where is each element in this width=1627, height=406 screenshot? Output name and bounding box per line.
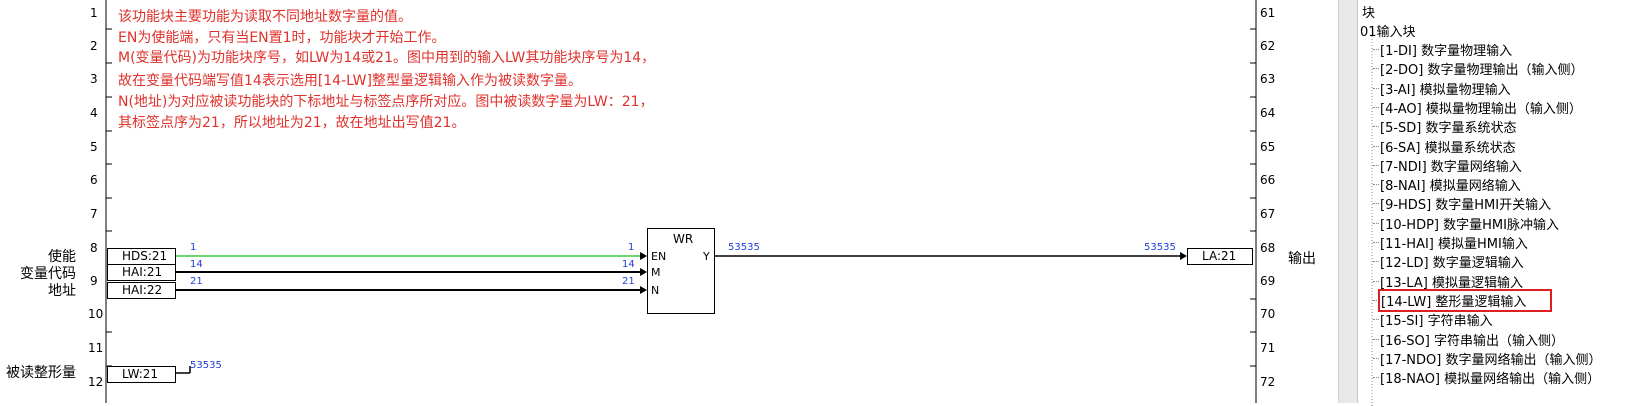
rung-number: 67 xyxy=(1260,207,1276,221)
tree-item[interactable]: [1-DI] 数字量物理输入 xyxy=(1380,44,1513,59)
tree-connector xyxy=(1373,377,1379,379)
tree-connector xyxy=(1373,126,1379,128)
tree-item[interactable]: [13-LA] 模拟量逻辑输入 xyxy=(1380,275,1523,291)
tree-connector xyxy=(1373,319,1379,321)
rung-number: 66 xyxy=(1260,173,1276,187)
note-line: 该功能块主要功能为读取不同地址数字量的值。 xyxy=(118,9,412,25)
rung-number: 68 xyxy=(1260,241,1276,255)
note-line: M(变量代码)为功能块序号，如LW为14或21。图中用到的输入LW其功能块序号为… xyxy=(118,50,656,66)
note-line: 其标签点序为21，所以地址为21，故在地址出写值21。 xyxy=(118,115,466,131)
output-label: 输出 xyxy=(1288,251,1316,267)
input-tag-hai21[interactable]: HAI:21 xyxy=(107,264,176,281)
pin-m: M xyxy=(651,266,661,279)
rung-number: 64 xyxy=(1260,106,1276,120)
tree-item-selected[interactable]: [14-LW] 整形量逻辑输入 xyxy=(1377,288,1553,312)
tree-connector xyxy=(1373,280,1379,282)
tree-item[interactable]: [5-SD] 数字量系统状态 xyxy=(1380,121,1517,137)
tree-item[interactable]: [3-AI] 模拟量物理输入 xyxy=(1380,82,1511,98)
rung-number: 10 xyxy=(88,307,104,321)
var-code-label: 变量代码 xyxy=(20,266,76,282)
address-label: 地址 xyxy=(48,283,76,299)
tree-connector-line xyxy=(1371,36,1373,406)
input-tag-hds21[interactable]: HDS:21 xyxy=(107,248,176,265)
tree-connector xyxy=(1373,242,1379,243)
tree-connector xyxy=(1373,299,1379,301)
pin-y: Y xyxy=(703,250,710,263)
output-value: 53535 xyxy=(1144,242,1176,253)
rung-number: 8 xyxy=(90,241,98,255)
tree-item[interactable]: [17-NDO] 数字量网络输出（输入侧） xyxy=(1380,352,1602,368)
rung-number: 4 xyxy=(90,106,98,120)
rung-number: 11 xyxy=(88,341,104,355)
rung-number: 71 xyxy=(1260,341,1276,355)
wr-function-block[interactable]: WR EN M N Y xyxy=(647,228,715,314)
rung-number: 62 xyxy=(1260,39,1276,53)
rung-number: 3 xyxy=(90,72,98,86)
tree-connector xyxy=(1373,49,1379,50)
block-title: WR xyxy=(673,232,694,246)
input-tag-hai22[interactable]: HAI:22 xyxy=(107,282,176,299)
tree-item[interactable]: [6-SA] 模拟量系统状态 xyxy=(1380,140,1516,156)
read-digital-label: 被读整形量 xyxy=(6,365,76,381)
tree-item[interactable]: [7-NDI] 数字量网络输入 xyxy=(1380,159,1522,175)
tree-connector xyxy=(1373,164,1379,166)
tree-item[interactable]: [12-LD] 数字量逻辑输入 xyxy=(1380,256,1524,272)
tree-connector xyxy=(1373,261,1379,263)
vertical-scrollbar[interactable] xyxy=(1338,0,1357,403)
output-tag-la21[interactable]: LA:21 xyxy=(1187,248,1253,265)
note-line: EN为使能端，只有当EN置1时，功能块才开始工作。 xyxy=(118,30,446,46)
note-line: N(地址)为对应被读功能块的下标地址与标签点序所对应。图中被读数字量为LW：21… xyxy=(118,94,654,110)
enable-label: 使能 xyxy=(48,249,76,265)
rung-number: 65 xyxy=(1260,140,1276,154)
tree-connector xyxy=(1373,357,1379,359)
rung-number: 12 xyxy=(88,375,104,389)
wire-value: 21 xyxy=(190,276,203,287)
rung-number: 6 xyxy=(90,173,98,187)
tree-item[interactable]: [15-SI] 字符串输入 xyxy=(1380,314,1493,330)
wire-value: 1 xyxy=(190,242,197,253)
rung-number: 69 xyxy=(1260,274,1276,288)
rung-number: 9 xyxy=(90,274,98,288)
tree-connector xyxy=(1373,203,1379,205)
pin-value: 1 xyxy=(628,242,635,253)
tree-connector xyxy=(1373,222,1379,224)
tree-item[interactable]: [2-DO] 数字量物理输出（输入侧） xyxy=(1380,63,1584,79)
tree-item[interactable]: [9-HDS] 数字量HMI开关输入 xyxy=(1380,198,1552,214)
output-value: 53535 xyxy=(728,242,760,253)
rung-number: 63 xyxy=(1260,72,1276,86)
tree-header: 块 xyxy=(1362,6,1376,21)
rung-number: 7 xyxy=(90,207,98,221)
rung-number: 1 xyxy=(90,6,98,20)
rung-number: 61 xyxy=(1260,6,1276,20)
tree-connector xyxy=(1373,68,1379,70)
pin-value: 14 xyxy=(622,259,635,270)
read-tag-lw21[interactable]: LW:21 xyxy=(107,366,176,383)
rung-number: 5 xyxy=(90,140,98,154)
tree-item[interactable]: [8-NAI] 模拟量网络输入 xyxy=(1380,179,1521,195)
block-tree-panel xyxy=(1357,0,1627,403)
rung-number: 2 xyxy=(90,39,98,53)
tree-connector xyxy=(1373,145,1379,147)
tree-item[interactable]: [4-AO] 模拟量物理输出（输入侧） xyxy=(1380,101,1582,117)
rung-number: 70 xyxy=(1260,307,1276,321)
tree-connector xyxy=(1373,338,1379,340)
tree-connector xyxy=(1373,106,1379,108)
tree-connector xyxy=(1373,184,1379,186)
rung-number: 72 xyxy=(1260,375,1276,389)
tree-connector xyxy=(1373,87,1379,89)
tree-item[interactable]: [18-NAO] 模拟量网络输出（输入侧） xyxy=(1380,372,1601,388)
tree-item[interactable]: [11-HAI] 模拟量HMI输入 xyxy=(1380,237,1528,252)
tree-item[interactable]: [10-HDP] 数字量HMI脉冲输入 xyxy=(1380,217,1559,233)
read-value: 53535 xyxy=(190,360,222,371)
pin-value: 21 xyxy=(622,276,635,287)
tree-group-input-blocks[interactable]: 01输入块 xyxy=(1360,25,1416,40)
pin-n: N xyxy=(651,284,660,297)
wire-value: 14 xyxy=(190,259,203,270)
note-line: 故在变量代码端写值14表示选用[14-LW]整型量逻辑输入作为被读数字量。 xyxy=(118,73,582,89)
tree-item[interactable]: [16-SO] 字符串输出（输入侧） xyxy=(1380,333,1564,349)
pin-en: EN xyxy=(651,250,667,263)
rail-lines xyxy=(105,0,1257,403)
